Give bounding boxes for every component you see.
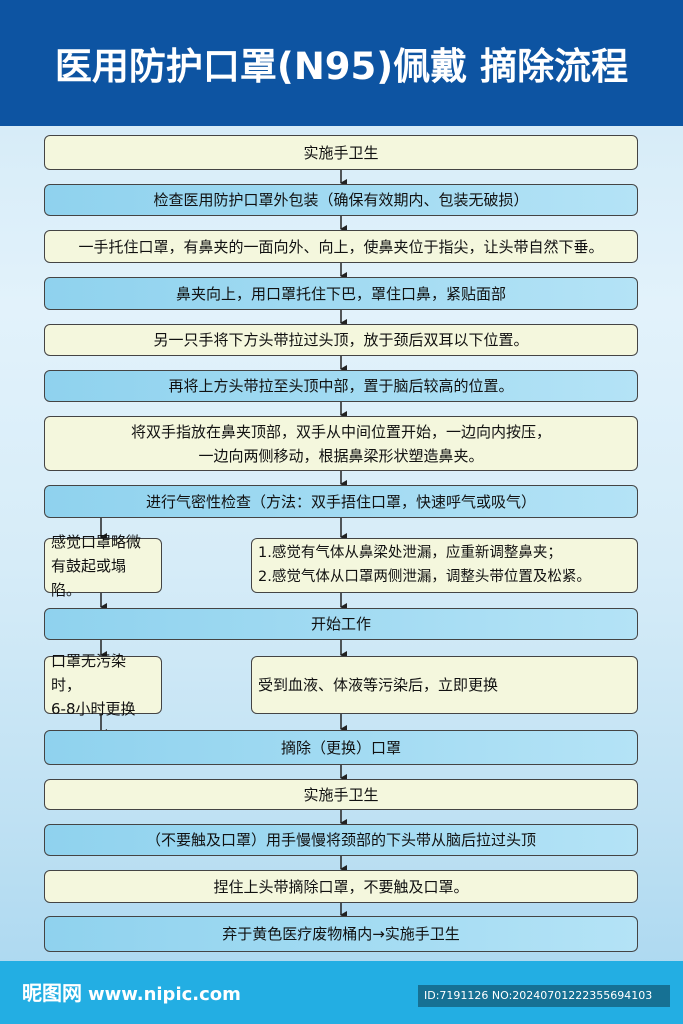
step-text: 检查医用防护口罩外包装（确保有效期内、包装无破损） [153,191,529,209]
branch-text: 受到血液、体液等污染后，立即更换 [258,676,499,694]
step-text: 捏住上头带摘除口罩，不要触及口罩。 [213,877,469,896]
step-hand-hygiene-1: 实施手卫生 [44,135,638,170]
step-text: 实施手卫生 [303,143,379,162]
branch-text-line1: 1.感觉有气体从鼻梁处泄漏，应重新调整鼻夹； [258,545,562,562]
step-dispose: 弃于黄色医疗废物桶内→实施手卫生 [44,916,638,952]
step-start-work: 开始工作 [44,608,638,640]
step-cover-face: 鼻夹向上，用口罩托住下巴，罩住口鼻，紧贴面部 [44,277,638,310]
step-text: （不要触及口罩）用手慢慢将颈部的下头带从脑后拉过头顶 [145,831,536,849]
step-text: 弃于黄色医疗废物桶内→实施手卫生 [222,925,460,943]
step-text-line2: 一边向两侧移动，根据鼻梁形状塑造鼻夹。 [198,446,484,465]
step-text: 另一只手将下方头带拉过头顶，放于颈后双耳以下位置。 [153,331,529,349]
branch-text-line1: 口罩无污染时， [51,652,127,694]
step-upper-strap: 再将上方头带拉至头顶中部，置于脑后较高的位置。 [44,370,638,402]
branch-no-contamination: 口罩无污染时， 6-8小时更换 [44,652,162,718]
step-seal-check: 进行气密性检查（方法：双手捂住口罩，快速呼气或吸气） [44,485,638,518]
branch-seal-ok: 感觉口罩略微 有鼓起或塌陷。 [44,533,162,599]
step-text: 一手托住口罩，有鼻夹的一面向外、向上，使鼻夹位于指尖，让头带自然下垂。 [78,237,604,256]
step-pinch-upper-strap: 捏住上头带摘除口罩，不要触及口罩。 [44,870,638,903]
step-text: 实施手卫生 [303,785,379,804]
branch-text-line1: 感觉口罩略微 [51,532,142,551]
branch-text-line2: 2.感觉气体从口罩两侧泄漏，调整头带位置及松紧。 [258,568,591,585]
branch-seal-leak: 1.感觉有气体从鼻梁处泄漏，应重新调整鼻夹； 2.感觉气体从口罩两侧泄漏，调整头… [251,538,638,593]
step-pull-lower-strap: （不要触及口罩）用手慢慢将颈部的下头带从脑后拉过头顶 [44,824,638,856]
step-text: 开始工作 [310,615,371,633]
step-lower-strap: 另一只手将下方头带拉过头顶，放于颈后双耳以下位置。 [44,324,638,356]
footer-bar: 昵图网 www.nipic.com ID:7191126 NO:202407012… [0,961,683,1024]
step-text: 进行气密性检查（方法：双手捂住口罩，快速呼气或吸气） [145,492,536,511]
step-hold-mask: 一手托住口罩，有鼻夹的一面向外、向上，使鼻夹位于指尖，让头带自然下垂。 [44,230,638,263]
header-banner: 医用防护口罩(N95)佩戴 摘除流程 [0,0,683,126]
image-id-tag: ID:7191126 NO:20240701222355694103 [418,985,670,1007]
branch-text-line2: 有鼓起或塌陷。 [51,556,127,599]
site-brand: 昵图网 www.nipic.com [22,977,241,1006]
step-text-line1: 将双手指放在鼻夹顶部，双手从中间位置开始，一边向内按压， [130,422,551,441]
branch-contaminated: 受到血液、体液等污染后，立即更换 [251,656,638,714]
brand-name: 昵图网 [22,981,82,1005]
branch-text-line2: 6-8小时更换 [51,700,136,718]
step-remove-mask: 摘除（更换）口罩 [44,730,638,765]
step-shape-nose-clip: 将双手指放在鼻夹顶部，双手从中间位置开始，一边向内按压， 一边向两侧移动，根据鼻… [44,416,638,471]
step-text: 再将上方头带拉至头顶中部，置于脑后较高的位置。 [168,377,514,395]
brand-url: www.nipic.com [88,984,241,1005]
step-check-package: 检查医用防护口罩外包装（确保有效期内、包装无破损） [44,184,638,216]
page-title: 医用防护口罩(N95)佩戴 摘除流程 [54,45,629,88]
step-hand-hygiene-2: 实施手卫生 [44,779,638,810]
step-text: 摘除（更换）口罩 [280,738,401,757]
step-text: 鼻夹向上，用口罩托住下巴，罩住口鼻，紧贴面部 [175,284,506,303]
